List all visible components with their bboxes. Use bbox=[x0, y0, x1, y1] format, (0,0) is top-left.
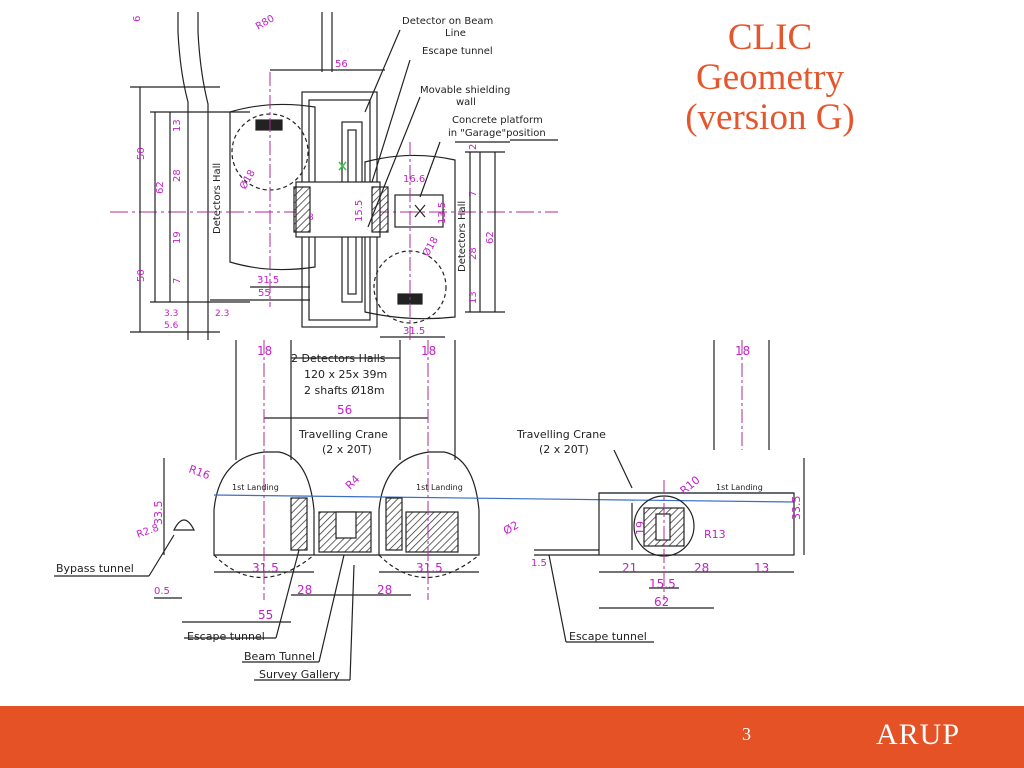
tunnel-outline-left-inner bbox=[197, 12, 209, 342]
label-crane-a-2: (2 x 20T) bbox=[322, 443, 372, 456]
dim-r2-8: R2.8 bbox=[135, 523, 160, 541]
dim-50b: 50 bbox=[136, 269, 147, 282]
label-hall-left: Detectors Hall bbox=[212, 163, 223, 234]
dim-8: 8 bbox=[308, 213, 314, 223]
dim-5-6: 5.6 bbox=[164, 321, 179, 331]
dim-13a: 13 bbox=[172, 119, 183, 132]
cavern-right bbox=[378, 451, 480, 556]
dim-2: 2 bbox=[468, 144, 479, 150]
dim-19: 19 bbox=[172, 231, 183, 244]
dim-19: 19 bbox=[634, 521, 647, 535]
dim-15-5: 15.5 bbox=[354, 200, 365, 222]
dim-28c: 28 bbox=[694, 561, 709, 575]
dim-28a: 28 bbox=[297, 583, 312, 597]
label-beam-tunnel: Beam Tunnel bbox=[244, 650, 315, 663]
label-halls-2: 120 x 25x 39m bbox=[304, 368, 387, 381]
label-landing-c: 1st Landing bbox=[716, 483, 763, 492]
page-number: 3 bbox=[742, 724, 751, 744]
dim-62: 62 bbox=[654, 595, 669, 609]
dim-31-5b: 31.5 bbox=[403, 326, 425, 337]
dim-50a: 50 bbox=[136, 147, 147, 160]
dim-2-3: 2.3 bbox=[215, 309, 229, 319]
label-movable-1: Movable shielding bbox=[420, 85, 510, 96]
label-landing-a: 1st Landing bbox=[232, 483, 279, 492]
section-view-svg: 2 Detectors Halls 120 x 25x 39m 2 shafts… bbox=[54, 340, 805, 681]
dim-r13: R13 bbox=[704, 528, 726, 541]
dim-phi18b: Ø18 bbox=[420, 235, 441, 259]
cavern-left bbox=[213, 451, 315, 556]
title-line-1: CLIC bbox=[727, 17, 813, 58]
dim-13b: 13 bbox=[468, 291, 479, 304]
detector-hall-left bbox=[229, 103, 316, 271]
dim-7b: 7 bbox=[468, 191, 479, 197]
dim-3-3: 3.3 bbox=[164, 309, 178, 319]
dim-13-5: 13.5 bbox=[437, 202, 448, 224]
cavern-far-right bbox=[598, 492, 795, 556]
label-halls-3: 2 shafts Ø18m bbox=[304, 384, 385, 397]
slide-title: CLIC Geometry (version G) bbox=[640, 18, 900, 138]
detector-hall-right bbox=[364, 154, 456, 320]
dim-16-6: 16.6 bbox=[403, 174, 425, 185]
label-movable-2: wall bbox=[456, 97, 476, 108]
dim-13: 13 bbox=[754, 561, 769, 575]
label-escape-tunnel-top: Escape tunnel bbox=[422, 46, 493, 57]
dim-r16: R16 bbox=[187, 463, 212, 483]
dim-56: 56 bbox=[337, 403, 352, 417]
label-halls-1: 2 Detectors Halls bbox=[291, 352, 386, 365]
footer-bar bbox=[0, 706, 1024, 768]
title-line-2: Geometry bbox=[696, 57, 844, 98]
plan-view-drawing: Detector on Beam Line Escape tunnel Mova… bbox=[110, 12, 558, 342]
label-crane-b-1: Travelling Crane bbox=[516, 428, 606, 441]
label-concrete-1: Concrete platform bbox=[452, 115, 543, 126]
dim-18c: 18 bbox=[735, 344, 750, 358]
label-crane-b-2: (2 x 20T) bbox=[539, 443, 589, 456]
label-escape-tunnel-a: Escape tunnel bbox=[187, 630, 265, 643]
dim-28b: 28 bbox=[377, 583, 392, 597]
label-bypass-tunnel: Bypass tunnel bbox=[56, 562, 134, 575]
dim-1-5: 1.5 bbox=[531, 558, 547, 569]
label-detector-on-beam-1: Detector on Beam bbox=[402, 16, 493, 27]
dim-31-5b: 31.5 bbox=[416, 561, 443, 575]
label-escape-tunnel-b: Escape tunnel bbox=[569, 630, 647, 643]
dim-28b: 28 bbox=[468, 247, 479, 260]
dim-r80: R80 bbox=[254, 13, 277, 32]
dim-21: 21 bbox=[622, 561, 637, 575]
dim-33-5a: 33.5 bbox=[152, 501, 165, 526]
dim-phi2: Ø2 bbox=[501, 519, 521, 538]
dim-r10: R10 bbox=[678, 473, 703, 497]
dim-18b: 18 bbox=[421, 344, 436, 358]
dim-18a: 18 bbox=[257, 344, 272, 358]
dim-55: 55 bbox=[258, 288, 271, 299]
dim-7a: 7 bbox=[172, 278, 183, 284]
dim-62b: 62 bbox=[485, 231, 496, 244]
label-detector-on-beam-2: Line bbox=[445, 28, 466, 39]
dim-phi18a: Ø18 bbox=[237, 168, 258, 192]
label-crane-a-1: Travelling Crane bbox=[298, 428, 388, 441]
dim-6: 6 bbox=[132, 16, 143, 22]
arup-logo: ARUP bbox=[876, 718, 961, 751]
label-survey-gallery: Survey Gallery bbox=[259, 668, 340, 681]
dim-62a: 62 bbox=[155, 181, 166, 194]
dim-55: 55 bbox=[258, 608, 273, 622]
dim-r4: R4 bbox=[343, 473, 363, 493]
dim-31-5a: 31.5 bbox=[257, 275, 279, 286]
dim-56: 56 bbox=[335, 59, 348, 70]
dim-15-5: 15.5 bbox=[649, 577, 676, 591]
dim-31-5a: 31.5 bbox=[252, 561, 279, 575]
section-view-drawing: 2 Detectors Halls 120 x 25x 39m 2 shafts… bbox=[54, 340, 830, 694]
label-landing-b: 1st Landing bbox=[416, 483, 463, 492]
title-line-3: (version G) bbox=[685, 97, 855, 138]
dim-0-5: 0.5 bbox=[154, 586, 170, 597]
label-hall-right: Detectors Hall bbox=[457, 201, 468, 272]
tunnel-outline-left bbox=[177, 12, 189, 342]
plan-view-svg: Detector on Beam Line Escape tunnel Mova… bbox=[110, 12, 558, 342]
label-concrete-2: in "Garage"position bbox=[448, 128, 546, 139]
dim-28a: 28 bbox=[172, 169, 183, 182]
dim-33-5b: 33.5 bbox=[790, 496, 803, 521]
